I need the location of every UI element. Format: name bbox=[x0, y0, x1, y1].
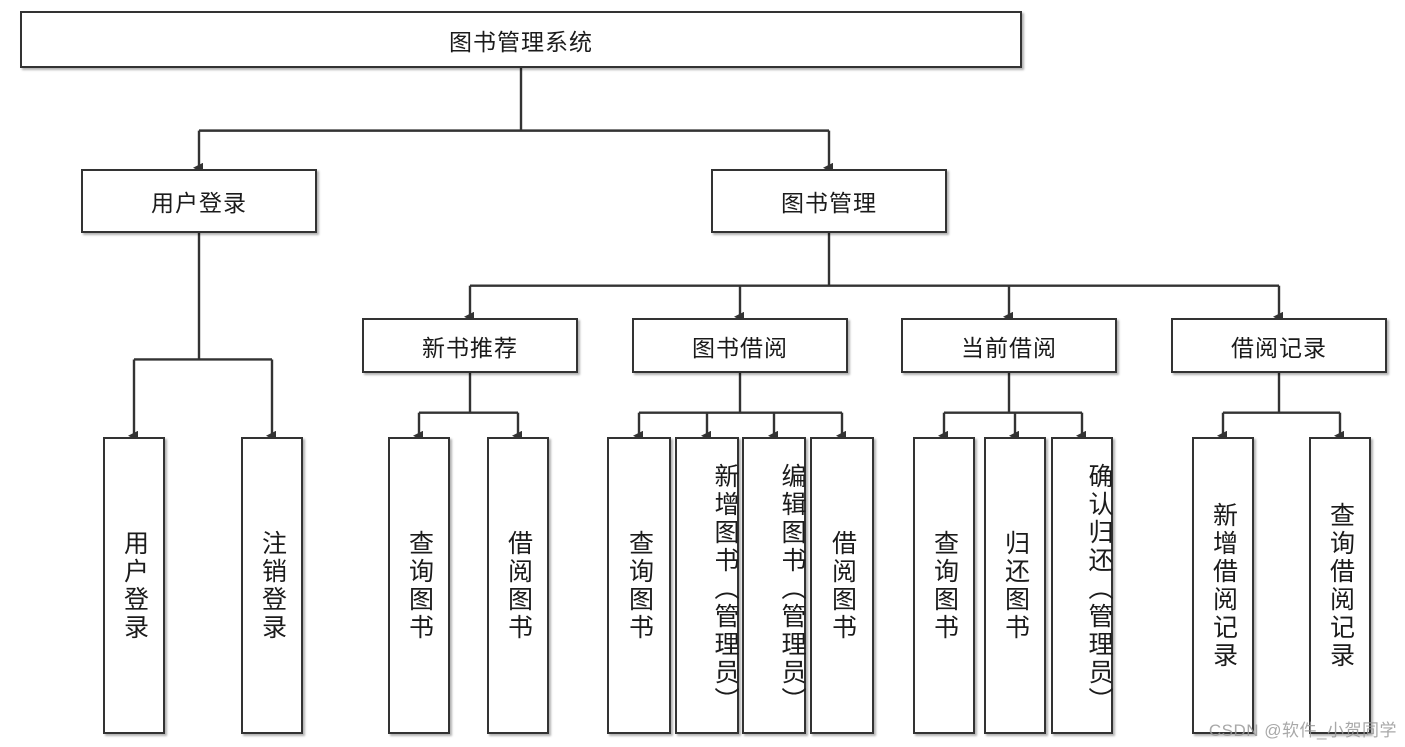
node-label: 查询图书 bbox=[930, 529, 959, 642]
node-label: 新增图书（管理员） bbox=[711, 462, 739, 715]
leaf-add-borrow-record[interactable]: 新增借阅记录 bbox=[1192, 437, 1254, 734]
node-label: 新增借阅记录 bbox=[1209, 501, 1238, 670]
leaf-confirm-return-admin[interactable]: 确认归还（管理员） bbox=[1051, 437, 1113, 734]
leaf-query-book-1[interactable]: 查询图书 bbox=[388, 437, 450, 734]
leaf-edit-book-admin[interactable]: 编辑图书（管理员） bbox=[742, 437, 806, 734]
node-label: 图书借阅 bbox=[692, 334, 788, 361]
node-label: 借阅记录 bbox=[1231, 334, 1327, 361]
leaf-query-book-2[interactable]: 查询图书 bbox=[607, 437, 671, 734]
node-current-borrow[interactable]: 当前借阅 bbox=[901, 318, 1117, 373]
leaf-borrow-book-2[interactable]: 借阅图书 bbox=[810, 437, 874, 734]
node-label: 当前借阅 bbox=[961, 334, 1057, 361]
node-label: 查询图书 bbox=[625, 529, 654, 642]
node-borrow-record[interactable]: 借阅记录 bbox=[1171, 318, 1387, 373]
node-root[interactable]: 图书管理系统 bbox=[20, 11, 1022, 68]
node-label: 借阅图书 bbox=[828, 529, 857, 642]
node-new-book-recommend[interactable]: 新书推荐 bbox=[362, 318, 578, 373]
leaf-borrow-book-1[interactable]: 借阅图书 bbox=[487, 437, 549, 734]
node-label: 图书管理 bbox=[781, 190, 877, 216]
node-label: 归还图书 bbox=[1001, 529, 1030, 642]
node-label: 用户登录 bbox=[151, 190, 247, 216]
node-user-login[interactable]: 用户登录 bbox=[81, 169, 317, 233]
leaf-query-borrow-record[interactable]: 查询借阅记录 bbox=[1309, 437, 1371, 734]
node-label: 用户登录 bbox=[120, 529, 149, 642]
node-label: 注销登录 bbox=[258, 529, 287, 642]
leaf-logout-login[interactable]: 注销登录 bbox=[241, 437, 303, 734]
node-book-borrow[interactable]: 图书借阅 bbox=[632, 318, 848, 373]
node-label: 图书管理系统 bbox=[449, 28, 593, 55]
watermark-text: CSDN @软件_小贺同学 bbox=[1208, 721, 1397, 740]
node-label: 查询图书 bbox=[405, 529, 434, 642]
node-label: 查询借阅记录 bbox=[1326, 501, 1355, 670]
leaf-return-book[interactable]: 归还图书 bbox=[984, 437, 1046, 734]
leaf-query-book-3[interactable]: 查询图书 bbox=[913, 437, 975, 734]
node-book-manage[interactable]: 图书管理 bbox=[711, 169, 947, 233]
node-label: 确认归还（管理员） bbox=[1085, 462, 1113, 715]
leaf-add-book-admin[interactable]: 新增图书（管理员） bbox=[675, 437, 739, 734]
node-label: 新书推荐 bbox=[422, 334, 518, 361]
node-label: 借阅图书 bbox=[504, 529, 533, 642]
node-label: 编辑图书（管理员） bbox=[778, 462, 806, 715]
leaf-user-login[interactable]: 用户登录 bbox=[103, 437, 165, 734]
